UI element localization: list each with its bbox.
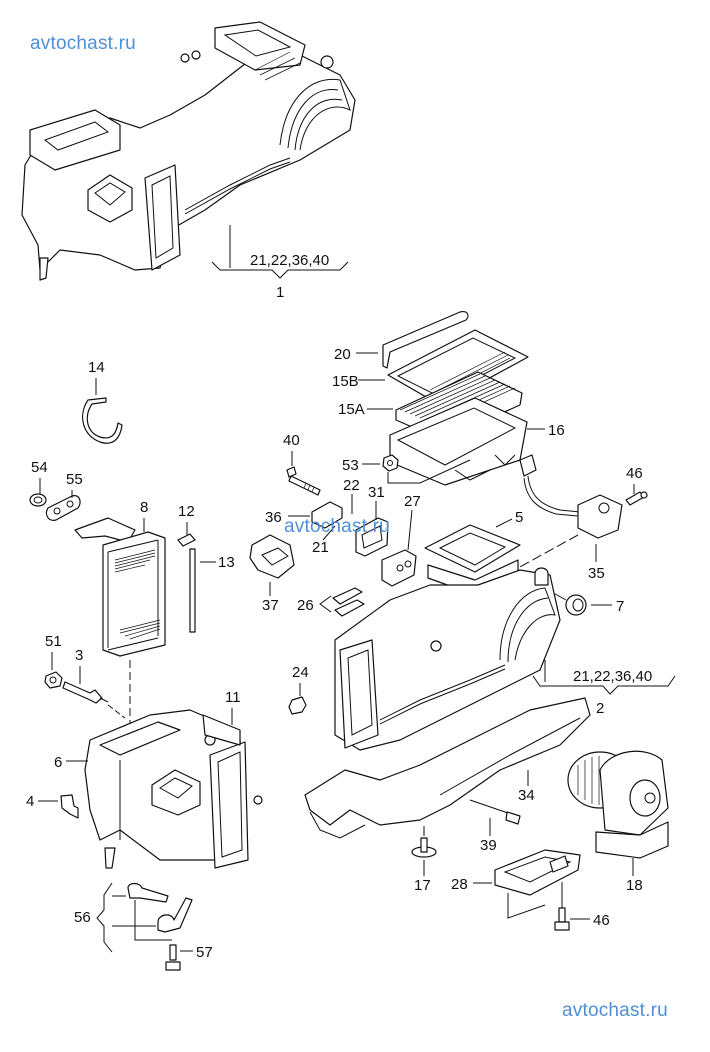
part-57-bolt bbox=[165, 944, 181, 971]
callout-21: 21 bbox=[312, 539, 329, 556]
part-4-clip bbox=[60, 794, 79, 819]
part-40-bolt bbox=[286, 466, 321, 496]
heater-housing-assembly-1 bbox=[21, 21, 356, 281]
watermark-middle: avtochast.ru bbox=[284, 516, 390, 537]
part-7-grommet bbox=[565, 594, 587, 616]
callout-11: 11 bbox=[225, 689, 241, 706]
callout-8: 8 bbox=[140, 499, 148, 516]
callout-35: 35 bbox=[588, 565, 605, 582]
callout-26: 26 bbox=[297, 597, 314, 614]
callout-item-1: 1 bbox=[276, 284, 284, 301]
callout-group-1-refs: 21,22,36,40 bbox=[250, 252, 329, 269]
part-36-bracket bbox=[311, 501, 343, 529]
watermark-top-left: avtochast.ru bbox=[30, 33, 136, 54]
part-34-air-duct bbox=[304, 697, 591, 839]
part-53-nut bbox=[382, 454, 399, 472]
part-54-hose-clip bbox=[29, 493, 47, 507]
callout-14: 14 bbox=[88, 359, 105, 376]
callout-53: 53 bbox=[342, 457, 359, 474]
callout-37: 37 bbox=[262, 597, 279, 614]
part-12-clip bbox=[177, 533, 196, 547]
callout-17: 17 bbox=[414, 877, 431, 894]
callout-56: 56 bbox=[74, 909, 91, 926]
heater-housing-assembly-2 bbox=[334, 567, 561, 751]
callout-5: 5 bbox=[515, 509, 523, 526]
part-39-cable bbox=[469, 799, 521, 825]
part-6-heater-housing bbox=[84, 709, 263, 869]
part-17-screw bbox=[411, 837, 437, 858]
part-24-clip bbox=[288, 696, 307, 715]
part-8-heater-core bbox=[74, 517, 166, 657]
part-51-nut bbox=[44, 671, 63, 689]
part-37-foam-block bbox=[249, 534, 295, 579]
callout-39: 39 bbox=[480, 837, 497, 854]
part-28-control-module bbox=[494, 849, 581, 896]
callout-31: 31 bbox=[368, 484, 385, 501]
callout-40: 40 bbox=[283, 432, 300, 449]
callout-group-2-refs: 21,22,36,40 bbox=[573, 668, 652, 685]
callout-13: 13 bbox=[218, 554, 235, 571]
callout-24: 24 bbox=[292, 664, 309, 681]
callout-3: 3 bbox=[75, 647, 83, 664]
part-46-screw-bottom bbox=[554, 907, 570, 931]
part-55-gasket bbox=[45, 495, 81, 521]
callout-51: 51 bbox=[45, 633, 62, 650]
callout-55: 55 bbox=[66, 471, 83, 488]
part-46-screw-top bbox=[625, 491, 648, 506]
callout-16: 16 bbox=[548, 422, 565, 439]
callout-12: 12 bbox=[178, 503, 195, 520]
part-56-flap-levers bbox=[127, 882, 193, 933]
part-13-seal-strip bbox=[189, 548, 196, 633]
callout-15b: 15B bbox=[332, 373, 359, 390]
callout-36: 36 bbox=[265, 509, 282, 526]
callout-20: 20 bbox=[334, 346, 351, 363]
part-27-resistor bbox=[381, 549, 417, 587]
part-20-filter-cover-strip bbox=[382, 311, 469, 369]
brace-assembly-1 bbox=[211, 261, 349, 279]
part-3-bolt bbox=[62, 681, 109, 704]
part-11-seal-frame bbox=[202, 714, 241, 746]
callout-54: 54 bbox=[31, 459, 48, 476]
part-18-blower-motor bbox=[567, 750, 669, 859]
callout-15a: 15A bbox=[338, 401, 365, 418]
part-35-servo-motor bbox=[519, 454, 623, 539]
callout-57: 57 bbox=[196, 944, 213, 961]
callout-22: 22 bbox=[343, 477, 360, 494]
callout-46-top: 46 bbox=[626, 465, 643, 482]
callout-28: 28 bbox=[451, 876, 468, 893]
callout-27: 27 bbox=[404, 493, 421, 510]
callout-18: 18 bbox=[626, 877, 643, 894]
callout-4: 4 bbox=[26, 793, 34, 810]
callout-6: 6 bbox=[54, 754, 62, 771]
part-26-seals bbox=[332, 587, 365, 617]
callout-item-2: 2 bbox=[596, 700, 604, 717]
callout-46-bottom: 46 bbox=[593, 912, 610, 929]
callout-34: 34 bbox=[518, 787, 535, 804]
part-31-gasket bbox=[355, 517, 389, 557]
watermark-bottom-right: avtochast.ru bbox=[562, 1000, 668, 1021]
part-14-clamp bbox=[82, 397, 123, 444]
callout-7: 7 bbox=[616, 598, 624, 615]
